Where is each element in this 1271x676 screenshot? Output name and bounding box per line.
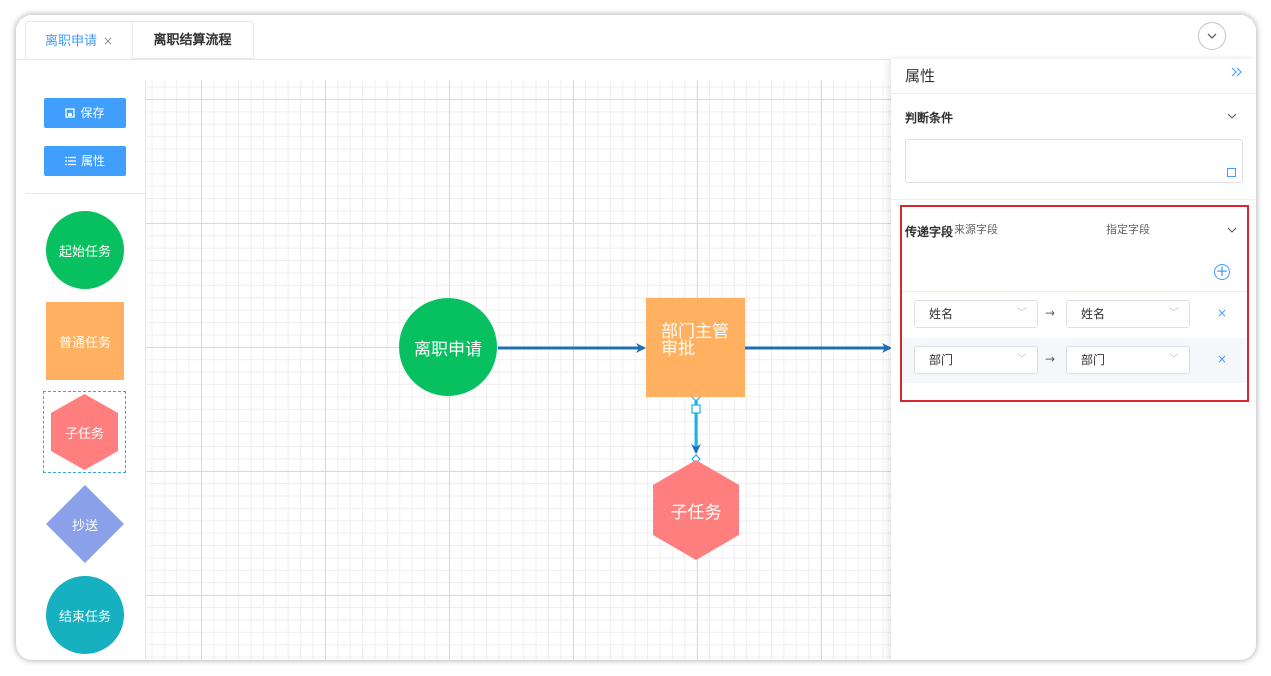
palette-cc-label-wrap: 抄送 — [46, 485, 124, 563]
node-palette: 保存 属性 起始任务 普通任务 子任务 抄送 — [25, 80, 146, 660]
add-row-icon[interactable]: + — [1214, 262, 1230, 280]
chevron-down-icon: ﹀ — [1169, 308, 1179, 319]
remove-row-icon[interactable]: × — [1217, 352, 1228, 366]
diamond-shape — [46, 485, 124, 563]
palette-sub-label: 子任务 — [64, 426, 104, 442]
col-header-target: 指定字段 — [1106, 223, 1150, 236]
flow-node-approve[interactable]: 部门主管 审批 — [646, 298, 745, 397]
divider — [902, 291, 1247, 292]
target-field-value: 部门 — [1081, 353, 1106, 367]
palette-start-label: 起始任务 — [58, 244, 111, 260]
chevron-down-icon: ﹀ — [1017, 308, 1027, 319]
source-field-value: 姓名 — [929, 307, 954, 321]
flow-node-sub-label: 子任务 — [670, 502, 722, 523]
transfer-section-title: 传递字段 — [905, 225, 954, 239]
save-button[interactable]: 保存 — [44, 98, 126, 128]
palette-normal-task[interactable]: 普通任务 — [46, 302, 124, 380]
flow-edges — [498, 343, 892, 464]
panel-title: 属性 — [905, 67, 936, 85]
double-chevron-right-icon[interactable] — [1231, 65, 1243, 81]
properties-button[interactable]: 属性 — [44, 146, 126, 176]
palette-normal-label: 普通任务 — [58, 335, 111, 351]
divider — [25, 193, 145, 194]
flow-node-sub[interactable]: 子任务 — [651, 460, 741, 560]
remove-row-icon[interactable]: × — [1217, 306, 1228, 320]
save-icon — [65, 108, 76, 118]
workflow-editor-window: 离职申请 × 离职结算流程 保存 属性 起始任务 普通任务 子任务 — [16, 15, 1256, 660]
chevron-down-icon[interactable] — [1227, 222, 1237, 236]
palette-sub-label-wrap: 子任务 — [44, 392, 125, 472]
flow-node-approve-label-1: 部门主管 — [661, 322, 729, 342]
palette-cc-label: 抄送 — [71, 518, 98, 534]
palette-sub-task-selection[interactable]: 子任务 — [43, 391, 126, 473]
save-label: 保存 — [80, 106, 105, 120]
source-field-select[interactable]: 姓名 ﹀ — [914, 300, 1038, 328]
chevron-down-icon[interactable] — [1227, 108, 1237, 122]
chevron-down-icon: ﹀ — [1169, 354, 1179, 365]
edit-icon[interactable] — [1227, 168, 1236, 177]
hexagon-shape — [51, 394, 118, 470]
flow-node-sub-label-wrap: 子任务 — [651, 460, 741, 560]
transfer-fields-highlight — [900, 205, 1249, 402]
col-header-source: 来源字段 — [954, 223, 998, 236]
source-field-select[interactable]: 部门 ﹀ — [914, 346, 1038, 374]
flow-node-start[interactable]: 离职申请 — [399, 298, 497, 396]
hexagon-shape — [653, 460, 739, 560]
chevron-down-icon: ﹀ — [1017, 354, 1027, 365]
condition-input[interactable] — [905, 139, 1243, 183]
tab-leave-application[interactable]: 离职申请 × — [25, 21, 133, 59]
condition-section-title: 判断条件 — [905, 111, 954, 125]
properties-label: 属性 — [80, 154, 105, 168]
target-field-select[interactable]: 部门 ﹀ — [1066, 346, 1190, 374]
palette-cc[interactable]: 抄送 — [46, 485, 124, 563]
arrow-right-icon: → — [1045, 306, 1056, 320]
target-field-select[interactable]: 姓名 ﹀ — [1066, 300, 1190, 328]
tab-bar: 离职申请 × 离职结算流程 — [16, 15, 1256, 60]
target-field-value: 姓名 — [1081, 307, 1106, 321]
source-field-value: 部门 — [929, 353, 954, 367]
tab-close-icon[interactable]: × — [103, 34, 114, 48]
flow-node-start-label: 离职申请 — [414, 339, 482, 360]
tab-label: 离职申请 — [45, 34, 98, 49]
tab-leave-settlement[interactable]: 离职结算流程 — [132, 21, 254, 59]
divider — [891, 199, 1256, 200]
palette-end-task[interactable]: 结束任务 — [46, 576, 124, 654]
list-icon — [64, 156, 76, 166]
palette-end-label: 结束任务 — [58, 609, 111, 625]
palette-start-task[interactable]: 起始任务 — [46, 211, 124, 289]
arrow-right-icon: → — [1045, 352, 1056, 366]
flow-canvas[interactable]: 离职申请 部门主管 审批 子任务 — [146, 80, 892, 660]
flow-node-approve-label-2: 审批 — [661, 339, 695, 359]
divider — [891, 93, 1256, 94]
chevron-down-icon[interactable] — [1198, 22, 1226, 50]
tab-label: 离职结算流程 — [153, 33, 232, 48]
edge-handle-square — [691, 404, 701, 414]
